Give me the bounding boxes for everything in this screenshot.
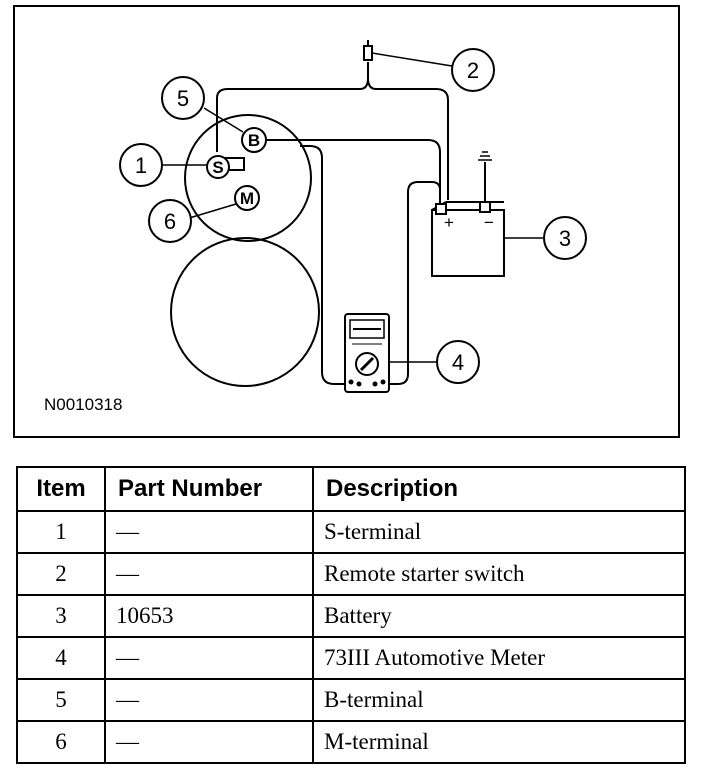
m-terminal-label: M [240, 189, 254, 208]
s-terminal-label: S [212, 158, 223, 177]
svg-text:6: 6 [164, 209, 176, 234]
callout-6: 6 [148, 199, 192, 243]
table-row: 2 — Remote starter switch [16, 552, 686, 596]
starter-motor [170, 237, 320, 387]
callout-5: 5 [161, 76, 205, 120]
battery-positive-sign: + [444, 213, 454, 232]
cell-item: 1 [16, 510, 106, 554]
figure-code: N0010318 [44, 395, 122, 414]
callout-3: 3 [543, 216, 587, 260]
cell-description: M-terminal [312, 720, 686, 764]
header-item: Item [16, 466, 106, 512]
svg-text:3: 3 [559, 226, 571, 251]
table-row: 3 10653 Battery [16, 594, 686, 638]
battery-negative-sign: − [484, 213, 494, 232]
header-part-number: Part Number [104, 466, 314, 512]
b-terminal: B [241, 127, 267, 153]
table-row: 1 — S-terminal [16, 510, 686, 554]
automotive-meter [344, 313, 390, 393]
diagram-frame [13, 5, 680, 438]
cell-item: 5 [16, 678, 106, 722]
remote-switch-wire [216, 62, 449, 200]
svg-text:5: 5 [177, 86, 189, 111]
header-description: Description [312, 466, 686, 512]
cell-description: B-terminal [312, 678, 686, 722]
callout-4: 4 [436, 340, 480, 384]
svg-text:1: 1 [135, 153, 147, 178]
cell-description: S-terminal [312, 510, 686, 554]
table-row: 6 — M-terminal [16, 720, 686, 764]
cell-part-number: 10653 [104, 594, 314, 638]
meter-lead-starter [300, 145, 352, 385]
cell-part-number: — [104, 636, 314, 680]
cell-part-number: — [104, 552, 314, 596]
battery: + − [431, 151, 505, 277]
cell-part-number: — [104, 510, 314, 554]
cell-item: 6 [16, 720, 106, 764]
table-row: 5 — B-terminal [16, 678, 686, 722]
svg-text:2: 2 [467, 58, 479, 83]
cell-description: 73III Automotive Meter [312, 636, 686, 680]
cell-description: Battery [312, 594, 686, 638]
remote-starter-switch [363, 40, 453, 67]
starter-solenoid [184, 114, 312, 242]
s-terminal: S [206, 155, 245, 179]
cell-description: Remote starter switch [312, 552, 686, 596]
cell-part-number: — [104, 720, 314, 764]
table-header-row: Item Part Number Description [16, 466, 686, 512]
b-terminal-label: B [248, 131, 260, 150]
callout-1: 1 [119, 143, 163, 187]
starter-wiring-diagram: S B M + − [44, 40, 587, 414]
battery-cable [266, 139, 441, 208]
meter-lead-battery [382, 181, 441, 385]
parts-table: Item Part Number Description 1 — S-termi… [16, 466, 686, 764]
cell-item: 4 [16, 636, 106, 680]
cell-item: 3 [16, 594, 106, 638]
cell-part-number: — [104, 678, 314, 722]
callout-2: 2 [451, 48, 495, 92]
cell-item: 2 [16, 552, 106, 596]
svg-text:4: 4 [452, 350, 464, 375]
m-terminal: M [234, 185, 260, 211]
table-row: 4 — 73III Automotive Meter [16, 636, 686, 680]
